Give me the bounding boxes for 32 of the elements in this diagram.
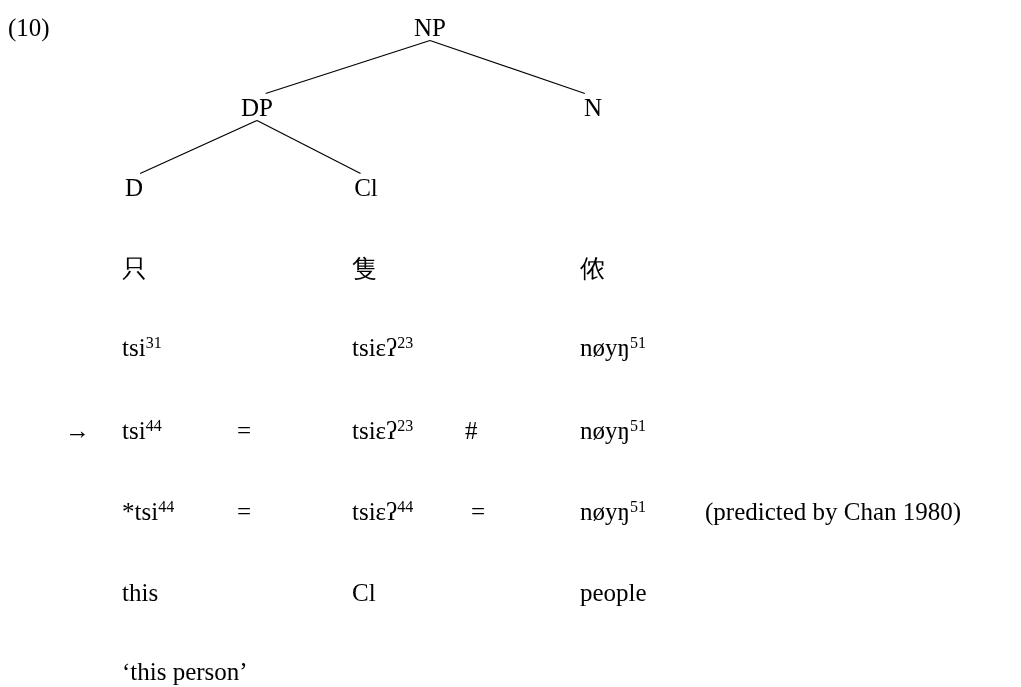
tree-label: Cl: [354, 174, 378, 200]
arrow-symbol: →: [65, 417, 90, 443]
equals-sign: =: [237, 417, 252, 443]
tree-branch: [256, 119, 362, 175]
transcription: nøyŋ$^{51}$: [580, 334, 646, 360]
transcription: tsi$^{31}$: [122, 334, 162, 360]
transcription: tsiɛʔ$^{44}$: [352, 498, 414, 524]
transcription: nøyŋ$^{51}$: [580, 417, 646, 443]
boundary-symbol: #: [465, 417, 478, 443]
tree-branch: [265, 39, 431, 95]
transcription: tsiɛʔ$^{23}$: [352, 334, 414, 360]
tree-branch: [139, 119, 258, 175]
example-number: (10): [8, 14, 50, 40]
chinese-character: 侬: [580, 255, 605, 281]
gloss: this: [122, 579, 159, 605]
equals-sign: =: [237, 498, 252, 524]
gloss: Cl: [352, 579, 376, 605]
equals-sign: =: [471, 498, 486, 524]
translation: ‘this person’: [122, 658, 248, 684]
note: (predicted by Chan 1980): [705, 498, 962, 524]
gloss: people: [580, 579, 647, 605]
transcription: *tsi$^{44}$: [122, 498, 175, 524]
tree-label: D: [124, 174, 144, 200]
transcription: tsi$^{44}$: [122, 417, 162, 443]
tree-label: N: [583, 94, 603, 120]
transcription: nøyŋ$^{51}$: [580, 498, 646, 524]
tree-label: DP: [241, 94, 273, 120]
chinese-character: 隻: [352, 255, 377, 281]
tree-label: NP: [414, 14, 446, 40]
tree-branch: [429, 39, 586, 95]
transcription: tsiɛʔ$^{23}$: [352, 417, 414, 443]
chinese-character: 只: [122, 255, 147, 281]
